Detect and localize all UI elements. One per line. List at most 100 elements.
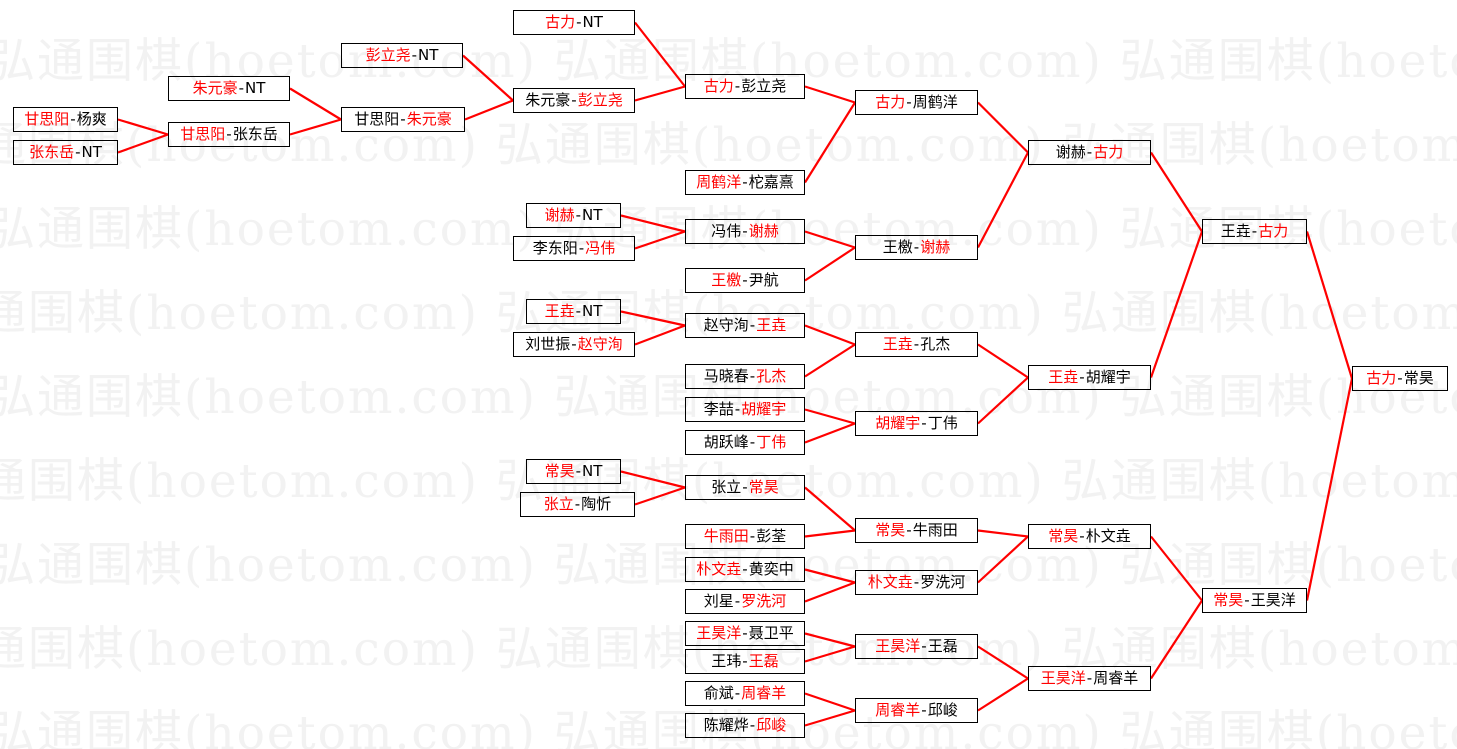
match-box[interactable]: 陈耀烨-邱峻 <box>685 713 805 738</box>
match-box[interactable]: 谢赫-古力 <box>1028 140 1151 165</box>
player-right: NT <box>582 206 603 224</box>
match-box[interactable]: 朴文垚-罗洗河 <box>855 570 978 595</box>
player-right: 杨爽 <box>76 110 107 128</box>
match-box[interactable]: 甘思阳-张东岳 <box>168 122 290 147</box>
match-box[interactable]: 张东岳-NT <box>13 140 118 165</box>
match-box[interactable]: 古力-NT <box>513 10 635 35</box>
match-box[interactable]: 王昊洋-王磊 <box>855 634 978 659</box>
vs-separator: - <box>734 592 741 610</box>
match-box[interactable]: 王垚-古力 <box>1202 219 1307 244</box>
match-box[interactable]: 彭立尧-NT <box>341 43 463 68</box>
match-box[interactable]: 牛雨田-彭荃 <box>685 524 805 549</box>
match-box[interactable]: 刘星-罗洗河 <box>685 589 805 614</box>
vs-separator: - <box>921 701 927 719</box>
match-box[interactable]: 王昊洋-聂卫平 <box>685 621 805 646</box>
match-box[interactable]: 常昊-朴文垚 <box>1028 524 1151 549</box>
match-box[interactable]: 张立-常昊 <box>685 475 805 500</box>
player-left: 王垚 <box>544 302 575 320</box>
connector-line <box>804 692 856 712</box>
player-left: 谢赫 <box>1055 143 1086 161</box>
player-left: 马晓春 <box>703 367 749 385</box>
player-right: 孔杰 <box>920 335 951 353</box>
match-box[interactable]: 李东阳-冯伟 <box>513 236 635 261</box>
vs-separator: - <box>742 560 748 578</box>
match-box[interactable]: 王昊洋-周睿羊 <box>1028 666 1151 691</box>
connector-line <box>1150 151 1203 233</box>
player-right: 牛雨田 <box>912 521 958 539</box>
connector-line <box>117 118 169 136</box>
player-left: 李喆 <box>703 400 734 418</box>
match-box[interactable]: 刘世振-赵守洵 <box>513 332 635 357</box>
connector-line <box>977 535 1029 584</box>
connector-line <box>804 101 856 184</box>
vs-separator: - <box>411 46 418 64</box>
match-box[interactable]: 俞斌-周睿羊 <box>685 681 805 706</box>
match-box[interactable]: 常昊-牛雨田 <box>855 518 978 543</box>
match-box[interactable]: 胡耀宇-丁伟 <box>855 411 978 436</box>
player-left: 王垚 <box>1048 368 1079 386</box>
match-box[interactable]: 常昊-王昊洋 <box>1202 588 1307 613</box>
connector-line <box>1305 378 1354 601</box>
connector-line <box>634 230 686 250</box>
match-box[interactable]: 常昊-NT <box>526 459 621 484</box>
match-box[interactable]: 甘思阳-杨爽 <box>13 107 118 132</box>
match-box[interactable]: 王垚-胡耀宇 <box>1028 365 1151 390</box>
match-box[interactable]: 古力-彭立尧 <box>685 74 805 99</box>
player-right: 古力 <box>1093 143 1124 161</box>
match-box[interactable]: 谢赫-NT <box>526 203 621 228</box>
connector-line <box>1149 231 1204 378</box>
match-box[interactable]: 周鹤洋-柁嘉熹 <box>685 170 805 195</box>
player-left: 甘思阳 <box>354 110 400 128</box>
match-box[interactable]: 王玮-王磊 <box>685 649 805 674</box>
match-box[interactable]: 朴文垚-黄奕中 <box>685 557 805 582</box>
match-box[interactable]: 胡跃峰-丁伟 <box>685 430 805 455</box>
player-left: 王檄 <box>882 238 913 256</box>
match-box[interactable]: 王檄-谢赫 <box>855 235 978 260</box>
player-left: 刘星 <box>703 592 734 610</box>
player-right: 谢赫 <box>920 238 951 256</box>
player-left: 常昊 <box>544 462 575 480</box>
player-left: 常昊 <box>875 521 906 539</box>
match-box[interactable]: 朱元豪-彭立尧 <box>513 88 635 113</box>
player-left: 刘世振 <box>525 335 571 353</box>
player-left: 胡跃峰 <box>703 433 749 451</box>
connector-line <box>804 246 856 282</box>
connector-line <box>804 568 856 584</box>
player-right: 朱元豪 <box>406 110 452 128</box>
vs-separator: - <box>734 77 741 95</box>
vs-separator: - <box>913 573 920 591</box>
vs-separator: - <box>742 478 748 496</box>
match-box[interactable]: 张立-陶忻 <box>520 492 635 517</box>
player-right: 赵守洵 <box>577 335 623 353</box>
player-right: 古力 <box>1258 222 1289 240</box>
vs-separator: - <box>578 239 585 257</box>
match-box[interactable]: 古力-周鹤洋 <box>855 90 978 115</box>
match-box[interactable]: 甘思阳-朱元豪 <box>341 107 465 132</box>
match-box[interactable]: 赵守洵-王垚 <box>685 313 805 338</box>
match-box[interactable]: 古力-常昊 <box>1352 366 1448 391</box>
player-right: 孔杰 <box>756 367 787 385</box>
match-box[interactable]: 王垚-NT <box>526 299 621 324</box>
match-box[interactable]: 李喆-胡耀宇 <box>685 397 805 422</box>
vs-separator: - <box>921 637 927 655</box>
match-box[interactable]: 马晓春-孔杰 <box>685 364 805 389</box>
vs-separator: - <box>574 495 581 513</box>
connector-line <box>620 310 686 327</box>
player-right: 周鹤洋 <box>912 93 958 111</box>
match-box[interactable]: 王垚-孔杰 <box>855 332 978 357</box>
vs-separator: - <box>921 414 927 432</box>
connector-line <box>804 85 856 104</box>
player-left: 朱元豪 <box>525 91 571 109</box>
match-box[interactable]: 王檄-尹航 <box>685 268 805 293</box>
connector-line <box>977 376 1029 425</box>
vs-separator: - <box>906 521 912 539</box>
vs-separator: - <box>906 93 912 111</box>
connector-line <box>634 324 686 346</box>
vs-separator: - <box>913 238 920 256</box>
match-box[interactable]: 冯伟-谢赫 <box>685 219 805 244</box>
match-box[interactable]: 朱元豪-NT <box>168 76 290 101</box>
match-box[interactable]: 周睿羊-邱峻 <box>855 698 978 723</box>
player-right: NT <box>582 13 603 31</box>
vs-separator: - <box>238 79 245 97</box>
